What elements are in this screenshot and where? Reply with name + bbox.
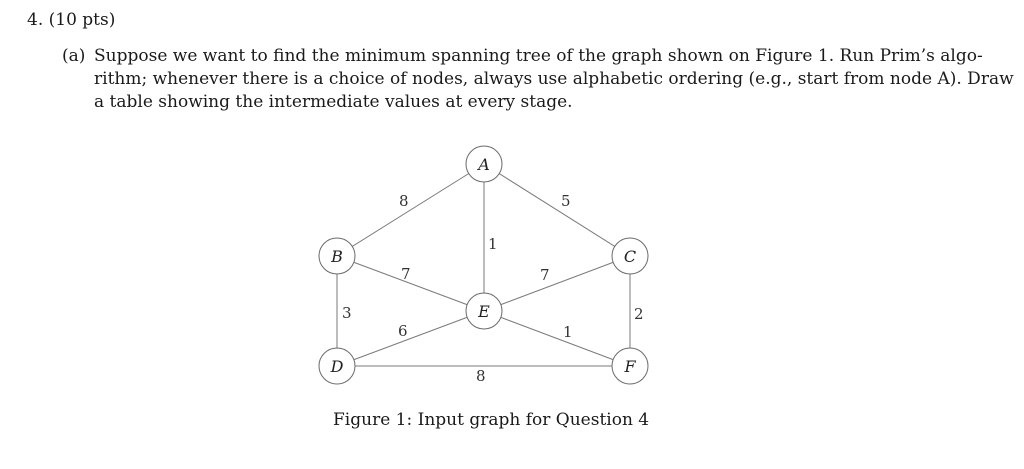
node-b-circle xyxy=(318,237,356,275)
node-f: F xyxy=(611,347,649,385)
weight-b-d: 3 xyxy=(342,304,352,322)
part-text-line-3: a table showing the intermediate values … xyxy=(94,92,573,112)
node-f-label: F xyxy=(623,357,636,376)
node-d-circle xyxy=(318,347,356,385)
figure-caption: Figure 1: Input graph for Question 4 xyxy=(333,410,650,430)
edge-e-f xyxy=(483,310,631,367)
edge-d-e xyxy=(336,310,485,367)
node-b-label: B xyxy=(330,247,343,266)
node-a-label: A xyxy=(476,155,490,174)
weight-b-e: 7 xyxy=(401,265,411,283)
node-f-circle xyxy=(611,347,649,385)
part-label: (a) xyxy=(62,46,86,66)
node-e-circle xyxy=(465,292,503,330)
node-c-label: C xyxy=(624,247,636,266)
weight-d-e: 6 xyxy=(398,322,408,340)
node-b: B xyxy=(318,237,356,275)
edge-a-c xyxy=(483,163,631,257)
question-header: 4. (10 pts) xyxy=(27,10,116,30)
weight-a-c: 5 xyxy=(561,192,571,210)
weight-d-f: 8 xyxy=(476,367,486,385)
weight-c-e: 7 xyxy=(540,266,550,284)
question-part-a: (a) Suppose we want to find the minimum … xyxy=(62,45,1014,114)
edge-b-e xyxy=(336,255,485,312)
weight-e-f: 1 xyxy=(563,323,573,341)
edge-a-b xyxy=(336,163,485,257)
weight-a-b: 8 xyxy=(399,192,409,210)
part-text-line-1: Suppose we want to find the minimum span… xyxy=(94,46,983,66)
node-a: A xyxy=(465,145,503,183)
node-e-label: E xyxy=(477,302,490,321)
node-c-circle xyxy=(611,237,649,275)
weight-a-e: 1 xyxy=(488,235,498,253)
node-d: D xyxy=(318,347,356,385)
part-text: Suppose we want to find the minimum span… xyxy=(94,45,1014,114)
node-e: E xyxy=(465,292,503,330)
edge-c-e xyxy=(483,255,631,312)
node-d-label: D xyxy=(330,357,344,376)
node-a-circle xyxy=(465,145,503,183)
weight-c-f: 2 xyxy=(634,305,644,323)
node-c: C xyxy=(611,237,649,275)
part-text-line-2: rithm; whenever there is a choice of nod… xyxy=(94,69,1014,89)
